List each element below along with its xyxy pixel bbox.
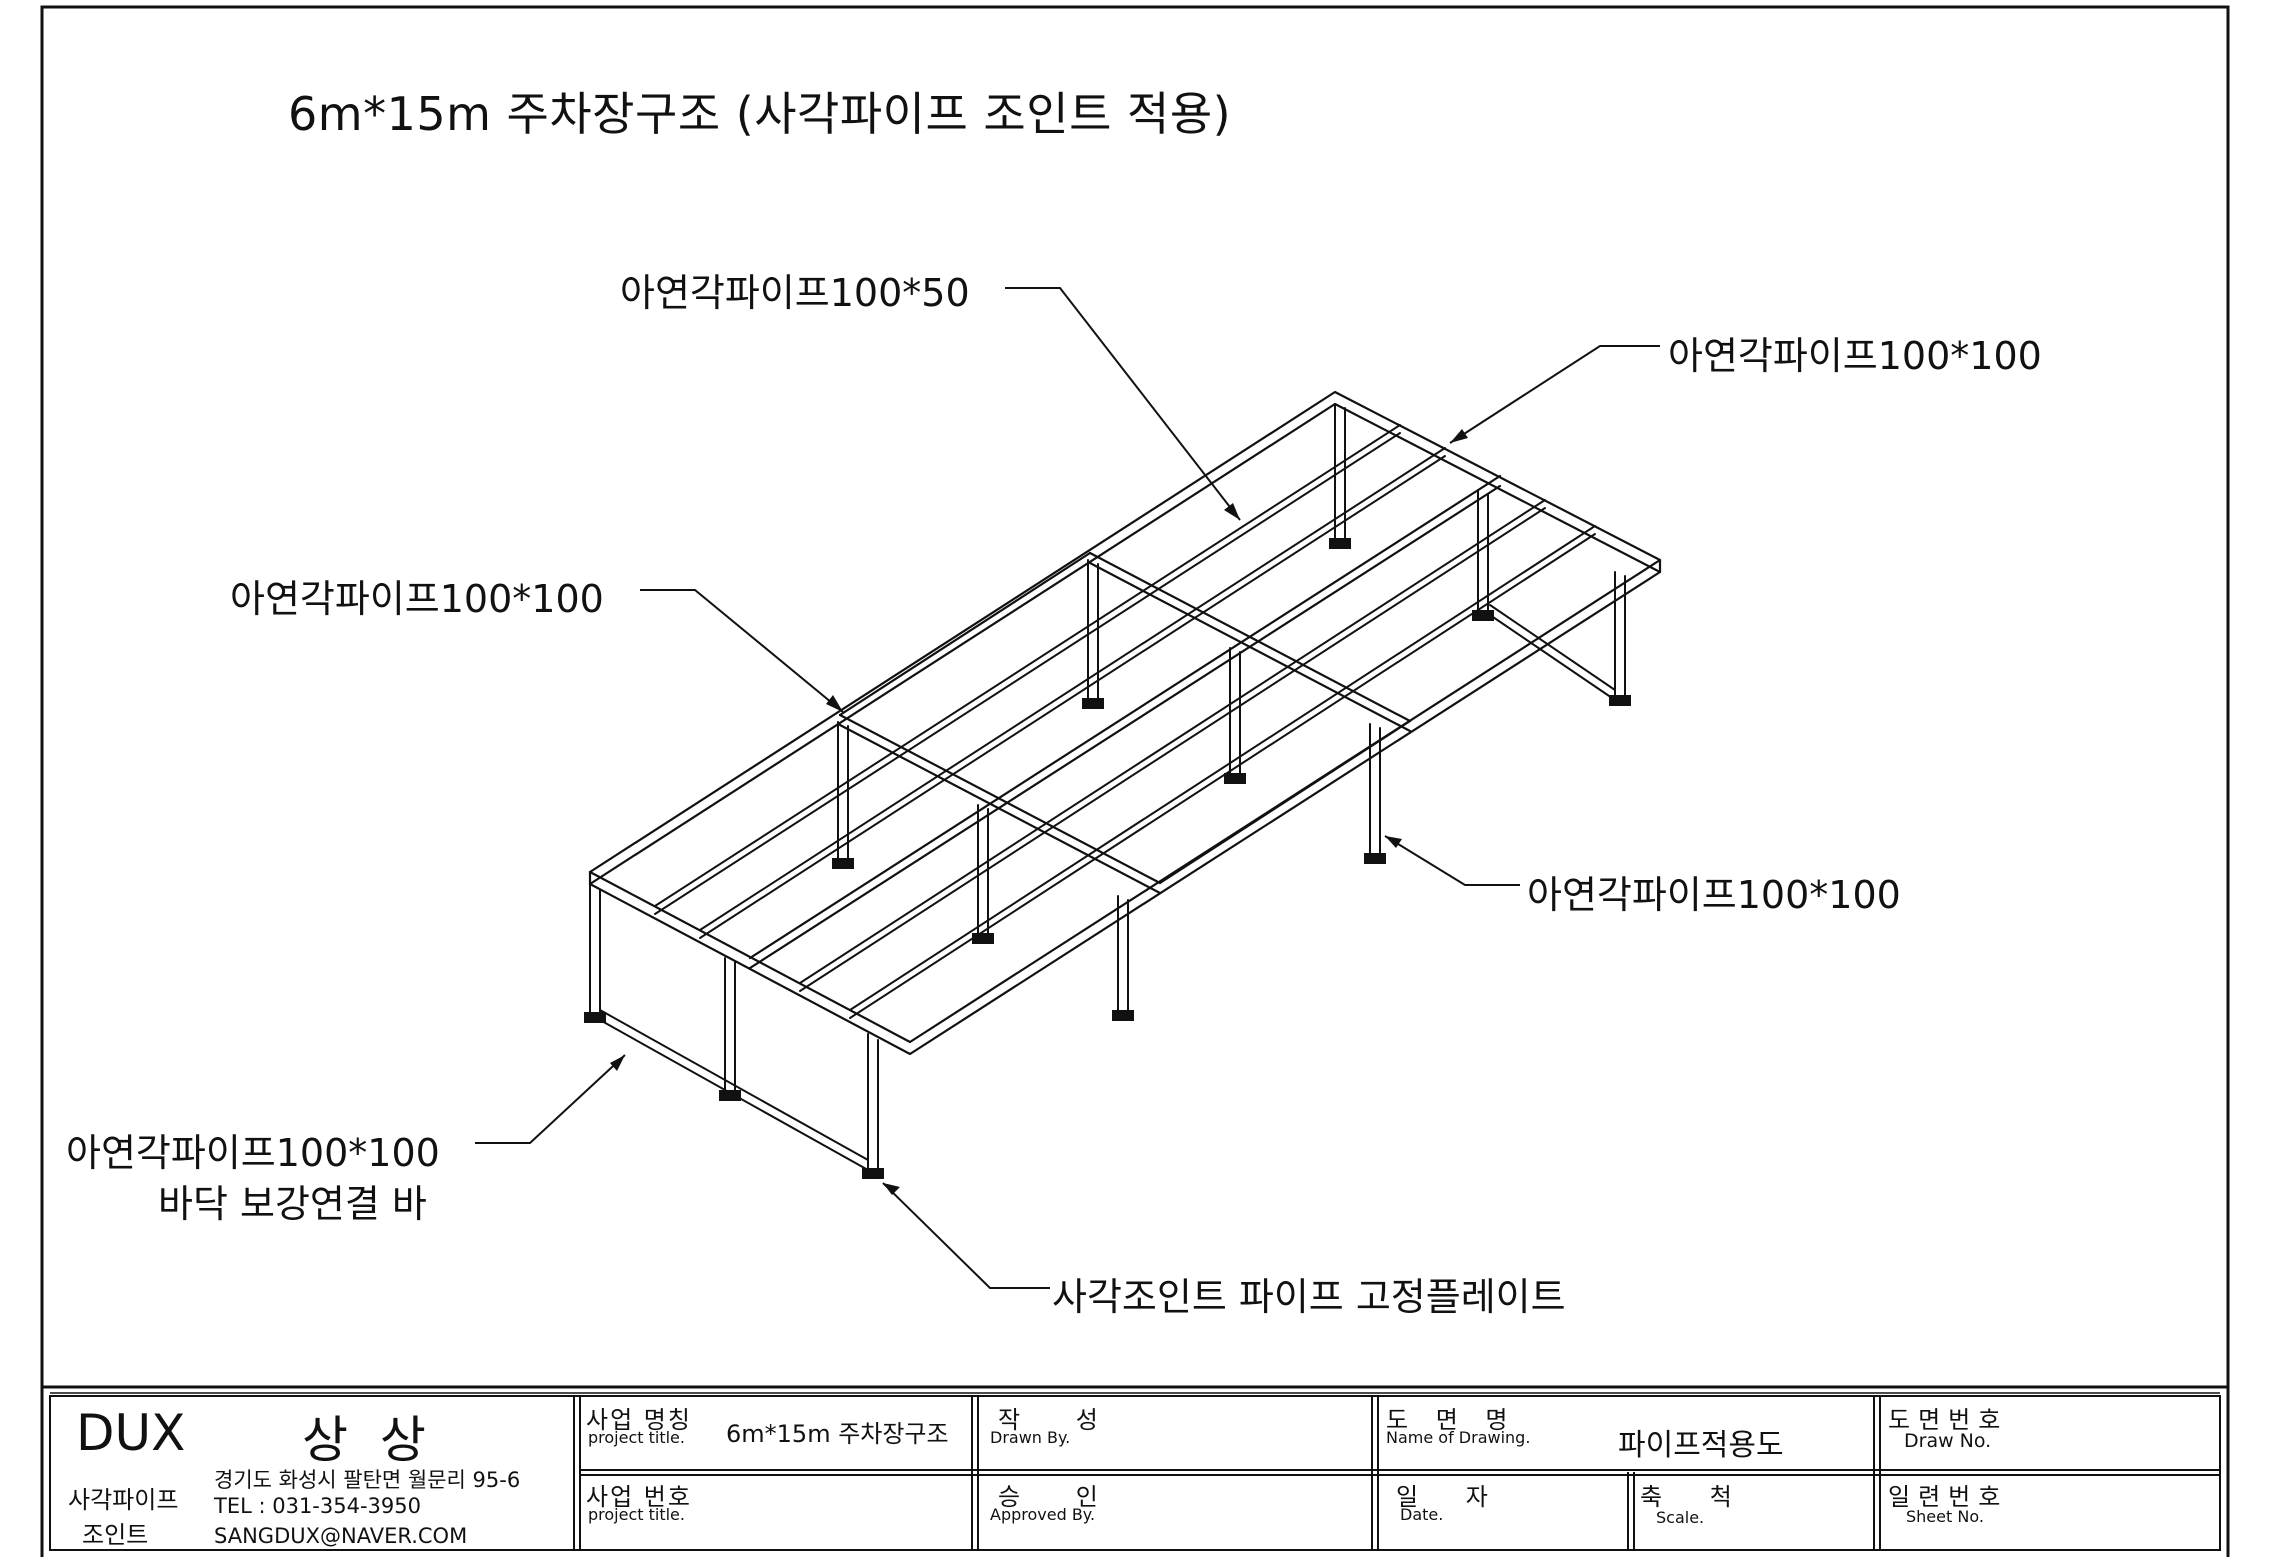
- callout-left-beam: 아연각파이프100*100: [230, 577, 604, 621]
- company-product-line2: 조인트: [82, 1521, 149, 1549]
- base-plates: [584, 538, 1631, 1179]
- company-address: 경기도 화성시 팔탄면 월문리 95-6: [214, 1468, 521, 1492]
- sheet-no-label: 일련번호: [1888, 1483, 2009, 1511]
- project-name-label: 사업 명칭: [586, 1406, 692, 1434]
- project-no-sub: project title.: [588, 1505, 685, 1524]
- drawing-no-sub: Draw No.: [1904, 1430, 1992, 1452]
- drawing-title: 6m*15m 주차장구조 (사각파이프 조인트 적용): [288, 87, 1232, 141]
- company-email: SANGDUX@NAVER.COM: [214, 1524, 468, 1548]
- drawing-name-value: 파이프적용도: [1618, 1428, 1784, 1463]
- drawing-no-label: 도면번호: [1888, 1406, 2009, 1434]
- leader-right-beam: [1449, 345, 1660, 444]
- callout-top-joist: 아연각파이프100*50: [620, 271, 970, 315]
- drawn-by-label: 작 성: [998, 1406, 1122, 1434]
- company-tel: TEL : 031-354-3950: [214, 1494, 421, 1518]
- drawn-by-sub: Drawn By.: [990, 1428, 1071, 1447]
- leader-arrowheads: [610, 429, 1468, 1195]
- callout-floor-bar-line1: 아연각파이프100*100: [66, 1131, 440, 1175]
- floor-reinforcing-bars: [599, 604, 1616, 1171]
- callout-base-plate: 사각조인트 파이프 고정플레이트: [1052, 1275, 1566, 1319]
- columns: [589, 403, 1626, 1171]
- title-block-grid: [42, 1385, 2228, 1551]
- sheet-no-sub: Sheet No.: [1906, 1507, 1984, 1526]
- date-label: 일 자: [1396, 1483, 1508, 1511]
- callout-floor-bar-line2: 바닥 보강연결 바: [158, 1182, 427, 1226]
- center-beam: [748, 474, 1502, 970]
- outer-border: [40, 5, 2230, 1557]
- callout-right-beam: 아연각파이프100*100: [1668, 334, 2042, 378]
- approved-by-label: 승 인: [998, 1483, 1122, 1511]
- callout-column: 아연각파이프100*100: [1527, 873, 1901, 917]
- company-name: 상 상: [302, 1411, 434, 1469]
- leader-column: [1384, 835, 1520, 886]
- project-no-label: 사업 번호: [586, 1483, 692, 1511]
- leader-left-beam: [640, 589, 844, 713]
- drawing-name-sub: Name of Drawing.: [1386, 1428, 1531, 1447]
- leader-floor-bar: [475, 1054, 626, 1144]
- top-perimeter-beams: [588, 390, 1662, 1056]
- leader-lines: [475, 287, 1660, 1289]
- leader-base-plate: [882, 1182, 1050, 1289]
- frame-structure: [584, 390, 1662, 1179]
- scale-label: 축 척: [1640, 1483, 1752, 1511]
- cross-beams: [838, 551, 1412, 895]
- project-name-sub: project title.: [588, 1428, 685, 1447]
- approved-by-sub: Approved By.: [990, 1505, 1096, 1524]
- project-name-value: 6m*15m 주차장구조: [726, 1420, 949, 1448]
- date-sub: Date.: [1400, 1505, 1444, 1524]
- company-product-line1: 사각파이프: [68, 1486, 179, 1514]
- scale-sub: Scale.: [1656, 1508, 1705, 1527]
- company-brand: DUX: [76, 1404, 186, 1462]
- drawing-name-label: 도 면 명: [1386, 1406, 1518, 1434]
- leader-top-joist: [1005, 287, 1241, 521]
